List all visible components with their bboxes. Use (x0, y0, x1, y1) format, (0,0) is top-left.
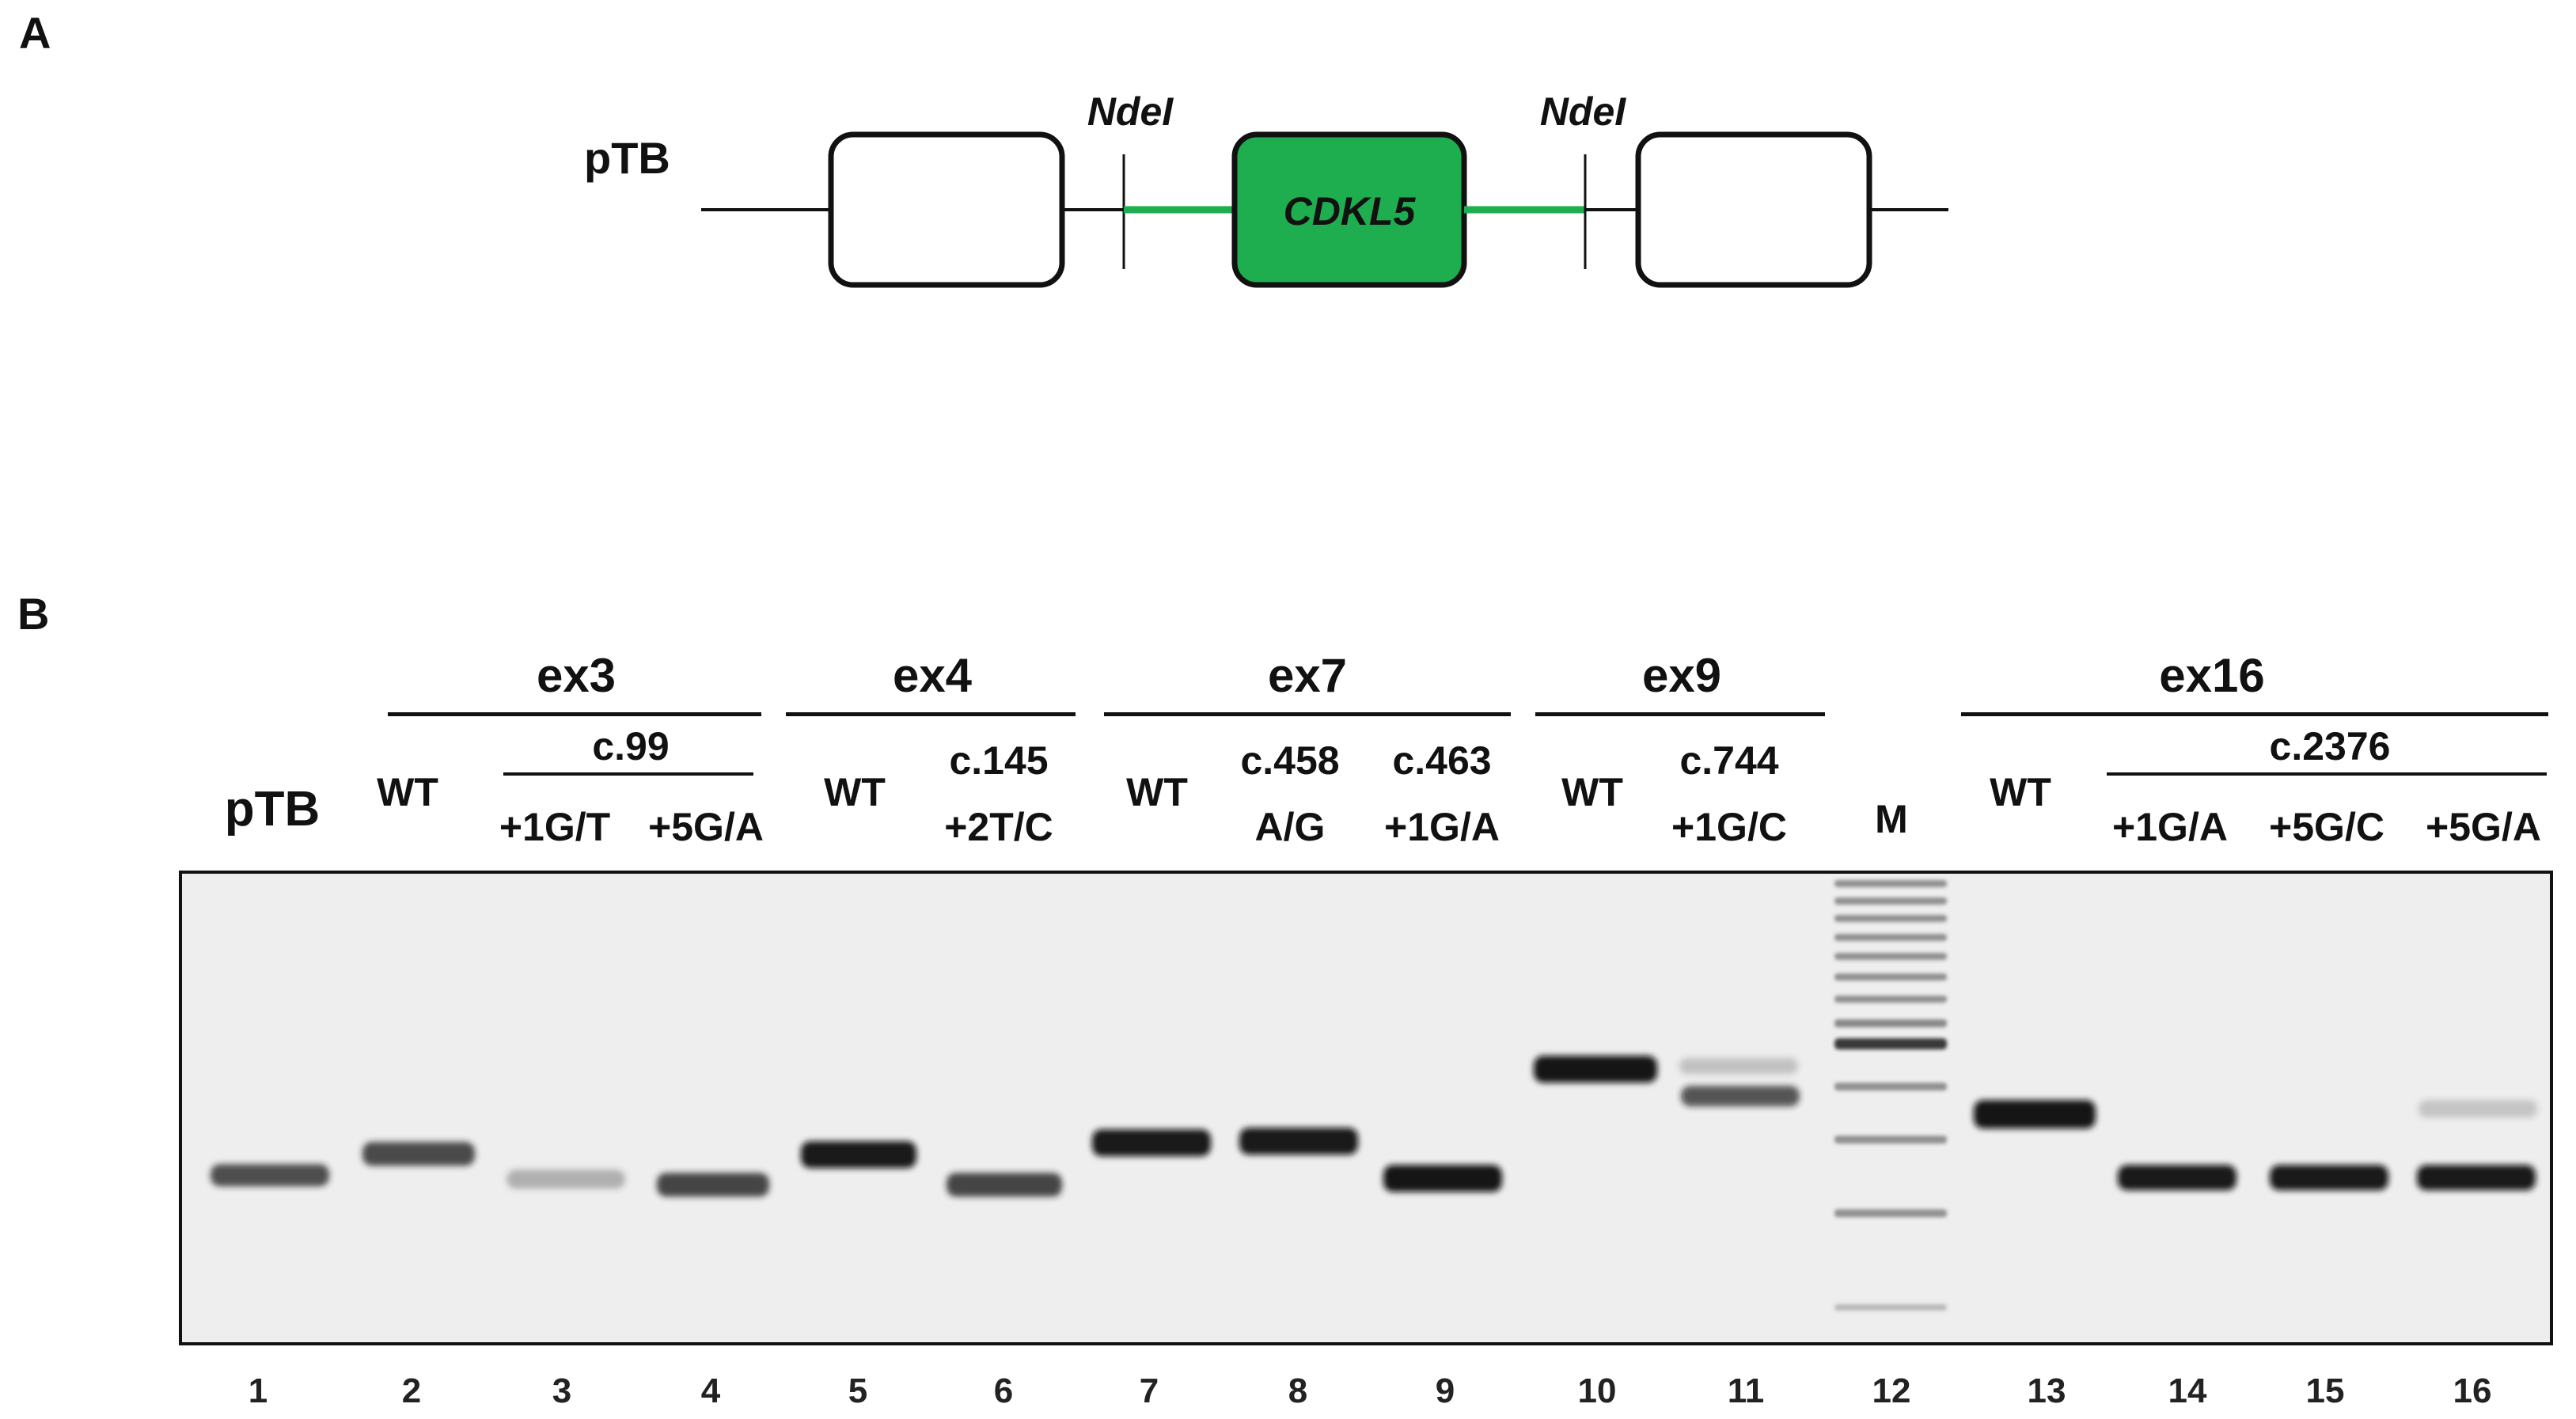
band-lane-10 (1534, 1056, 1657, 1083)
lane-number-2: 2 (401, 1372, 422, 1410)
lane-number-12: 12 (1872, 1372, 1911, 1410)
lane-3-label: +1G/T (499, 805, 611, 849)
exon-rule-ex3 (388, 712, 761, 716)
band-lane-9 (1383, 1165, 1502, 1192)
subgroup-c2376: c.2376 (2269, 724, 2391, 768)
subgroup-c99: c.99 (592, 724, 670, 768)
subgroup-rule-c2376 (2107, 772, 2547, 776)
exon-group-ex16: ex16 (2159, 649, 2265, 702)
panel-a-label: A (19, 8, 51, 58)
ndei-right-label: NdeI (1539, 89, 1626, 134)
lane-5-label: WT (824, 770, 886, 814)
lane-number-14: 14 (2168, 1372, 2207, 1410)
exon-group-ex7: ex7 (1267, 649, 1348, 702)
gel-frame (179, 871, 2553, 1345)
exon-rule-ex9 (1535, 712, 1825, 716)
lane-14-label: +1G/A (2112, 805, 2228, 849)
exon-box-right (1635, 131, 1872, 288)
construct-diagram (701, 131, 1948, 288)
lane-9-label-top: c.463 (1392, 738, 1492, 783)
lane-11-label-top: c.744 (1679, 738, 1779, 783)
lane-6-label-bottom: +2T/C (944, 805, 1053, 849)
lane-number-3: 3 (552, 1372, 572, 1410)
band-lane-13 (1974, 1100, 2096, 1129)
lane-12-label: M (1875, 797, 1908, 841)
lane-7-label: WT (1126, 770, 1188, 814)
marker-ladder (1834, 880, 1947, 1311)
band-lane-14 (2118, 1165, 2236, 1190)
subgroup-rule-c99 (503, 772, 753, 776)
band-lane-16-faint (2419, 1100, 2537, 1117)
cdkl5-label: CDKL5 (1283, 189, 1416, 233)
band-lane-1 (211, 1164, 329, 1186)
lane-number-13: 13 (2027, 1372, 2066, 1410)
exon-rule-ex7 (1104, 712, 1511, 716)
lane-number-9: 9 (1435, 1372, 1455, 1410)
exon-rule-ex4 (786, 712, 1076, 716)
lane-number-1: 1 (248, 1372, 268, 1410)
lane-4-label: +5G/A (648, 805, 764, 849)
band-lane-8 (1239, 1128, 1358, 1155)
ndei-left-label: NdeI (1087, 89, 1174, 134)
lane-8-label-top: c.458 (1240, 738, 1340, 783)
lane-16-label: +5G/A (2426, 805, 2541, 849)
band-lane-2 (362, 1142, 475, 1166)
lane-number-11: 11 (1727, 1372, 1765, 1410)
band-lane-16 (2417, 1165, 2536, 1190)
band-lane-15 (2270, 1165, 2388, 1190)
band-lane-5 (801, 1141, 916, 1168)
exon-rule-ex16 (1961, 712, 2548, 716)
vector-name: pTB (584, 133, 670, 183)
band-lane-4 (657, 1173, 769, 1197)
lane-number-7: 7 (1139, 1372, 1159, 1410)
lane-number-4: 4 (700, 1372, 721, 1410)
lane-number-16: 16 (2453, 1372, 2492, 1410)
band-lane-11-faint (1679, 1058, 1798, 1074)
lane-15-label: +5G/C (2269, 805, 2384, 849)
lane-number-6: 6 (993, 1372, 1014, 1410)
lane-8-label-bottom: A/G (1254, 805, 1326, 849)
lane-1-label: pTB (224, 782, 321, 837)
lane-11-label-bottom: +1G/C (1671, 805, 1787, 849)
lane-number-8: 8 (1288, 1372, 1308, 1410)
panel-b-label: B (17, 589, 50, 639)
lane-9-label-bottom: +1G/A (1384, 805, 1500, 849)
exon-group-ex9: ex9 (1641, 649, 1722, 702)
lane-6-label-top: c.145 (949, 738, 1049, 783)
exon-group-ex3: ex3 (536, 649, 616, 702)
band-lane-6 (947, 1173, 1062, 1197)
lane-number-5: 5 (848, 1372, 868, 1410)
exon-group-ex4: ex4 (892, 649, 973, 702)
lane-2-label: WT (377, 770, 438, 814)
lane-13-label: WT (1990, 770, 2051, 814)
lane-number-10: 10 (1577, 1372, 1617, 1410)
band-lane-7 (1092, 1129, 1211, 1156)
exon-box-left (828, 131, 1065, 288)
band-lane-11 (1681, 1086, 1800, 1106)
lane-10-label: WT (1561, 770, 1623, 814)
lane-number-15: 15 (2305, 1372, 2345, 1410)
band-lane-3 (506, 1170, 625, 1189)
